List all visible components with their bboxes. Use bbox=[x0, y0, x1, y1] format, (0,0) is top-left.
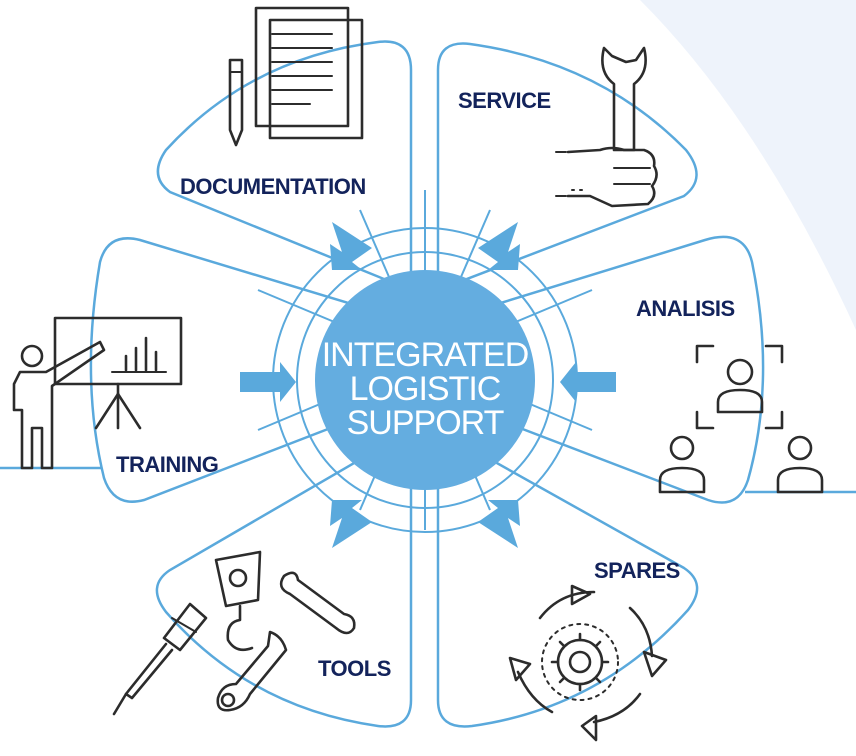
document-icon bbox=[228, 6, 364, 147]
arrow-spares bbox=[478, 500, 520, 548]
presentation-icon bbox=[12, 316, 183, 470]
arrow-service bbox=[478, 222, 520, 270]
segment-label-analisis: ANALISIS bbox=[636, 296, 735, 321]
people-analysis-icon bbox=[658, 344, 824, 494]
hub-line-1: INTEGRATED bbox=[322, 336, 529, 374]
cycle-gear-icon bbox=[508, 584, 668, 742]
hub-line-2: LOGISTIC bbox=[350, 370, 501, 408]
petal-service bbox=[436, 42, 698, 292]
arrow-documentation bbox=[330, 222, 372, 270]
hub-circle bbox=[315, 270, 535, 490]
hub-line-3: SUPPORT bbox=[347, 404, 504, 442]
wrench-hand-icon bbox=[555, 46, 658, 208]
background-arc bbox=[640, 0, 856, 330]
segment-label-service: SERVICE bbox=[458, 88, 551, 113]
petal-documentation bbox=[156, 40, 413, 292]
tools-icon bbox=[112, 550, 356, 716]
segment-label-training: TRAINING bbox=[116, 452, 218, 477]
inward-arrows bbox=[240, 222, 616, 548]
inner-ring bbox=[296, 251, 554, 509]
segment-label-spares: SPARES bbox=[594, 558, 680, 583]
arrow-training bbox=[240, 362, 296, 402]
arrow-tools bbox=[330, 500, 372, 548]
petal-analisis bbox=[450, 235, 765, 504]
arrow-analisis bbox=[560, 362, 616, 402]
segment-label-tools: TOOLS bbox=[318, 656, 391, 681]
segment-label-documentation: DOCUMENTATION bbox=[180, 174, 366, 199]
